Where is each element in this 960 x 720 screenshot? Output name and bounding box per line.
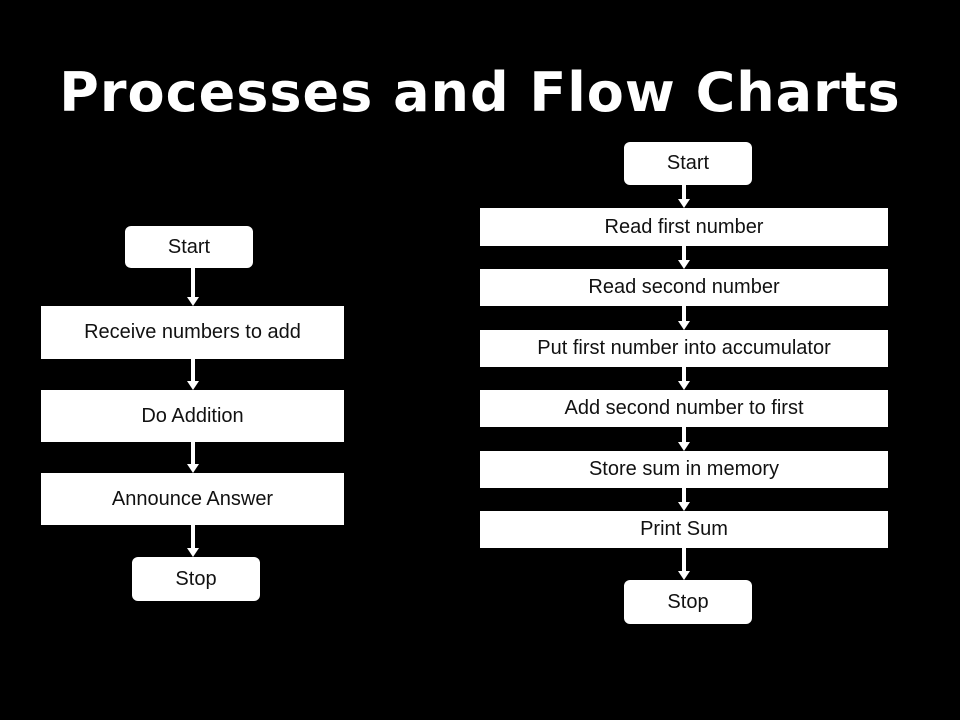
left-arrow-1 (187, 268, 199, 306)
right-step-store-sum: Store sum in memory (480, 451, 888, 488)
left-step-receive-numbers: Receive numbers to add (41, 306, 344, 359)
right-arrow-4 (678, 367, 690, 390)
right-arrow-1 (678, 185, 690, 208)
right-step-add-second: Add second number to first (480, 390, 888, 427)
left-arrow-2 (187, 359, 199, 390)
right-step-accumulator: Put first number into accumulator (480, 330, 888, 367)
right-step-read-second: Read second number (480, 269, 888, 306)
right-arrow-7 (678, 548, 690, 580)
left-start-node: Start (125, 226, 253, 268)
right-arrow-3 (678, 306, 690, 330)
right-start-node: Start (624, 142, 752, 185)
right-arrow-5 (678, 427, 690, 451)
right-arrow-6 (678, 488, 690, 511)
right-step-print-sum: Print Sum (480, 511, 888, 548)
left-step-do-addition: Do Addition (41, 390, 344, 442)
left-arrow-3 (187, 442, 199, 473)
left-arrow-4 (187, 525, 199, 557)
right-stop-node: Stop (624, 580, 752, 624)
right-arrow-2 (678, 246, 690, 269)
left-step-announce-answer: Announce Answer (41, 473, 344, 525)
left-stop-node: Stop (132, 557, 260, 601)
slide-title: Processes and Flow Charts (59, 61, 901, 124)
right-step-read-first: Read first number (480, 208, 888, 246)
